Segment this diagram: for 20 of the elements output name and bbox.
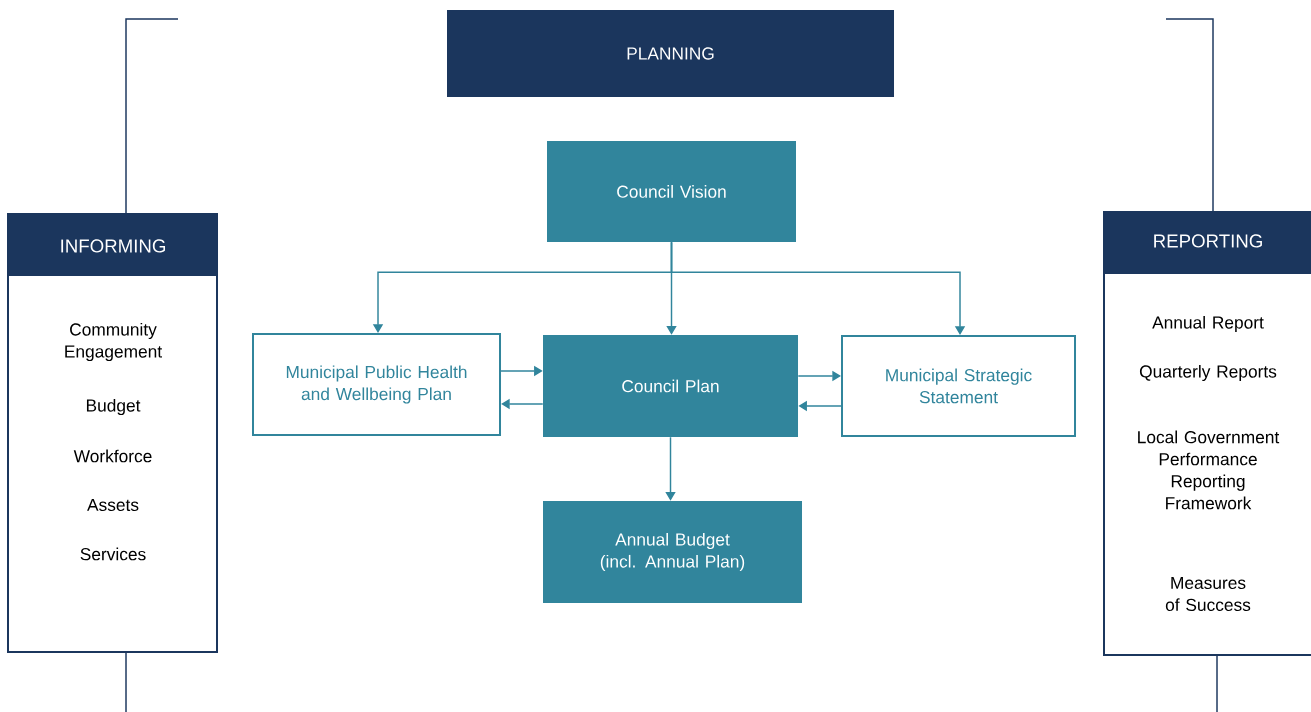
heading-box: PLANNING [447, 10, 894, 97]
list-item: Quarterly Reports [1139, 364, 1277, 382]
list-item: Measures of Success [1165, 576, 1251, 612]
process-box: Council Vision [547, 141, 796, 242]
process-box: Annual Budget (incl. Annual Plan) [543, 501, 802, 603]
list-panel [1103, 211, 1311, 656]
list-item: Annual Report [1152, 315, 1264, 333]
process-box: Municipal Strategic Statement [841, 335, 1076, 437]
panel-heading: INFORMING [61, 239, 165, 253]
list-panel [7, 213, 218, 653]
list-item: Workforce [73, 449, 152, 463]
list-item: Community Engagement [65, 322, 162, 362]
process-box: Council Plan [543, 335, 798, 437]
list-item: Services [80, 547, 146, 561]
process-box: Municipal Public Health and Wellbeing Plan [252, 333, 501, 436]
list-item: Assets [87, 498, 139, 512]
arrow [670, 241, 966, 335]
list-item: Budget [86, 398, 141, 416]
panel-heading: REPORTING [1154, 234, 1262, 248]
list-item: Local Government Performance Reporting Framework [1138, 430, 1280, 510]
